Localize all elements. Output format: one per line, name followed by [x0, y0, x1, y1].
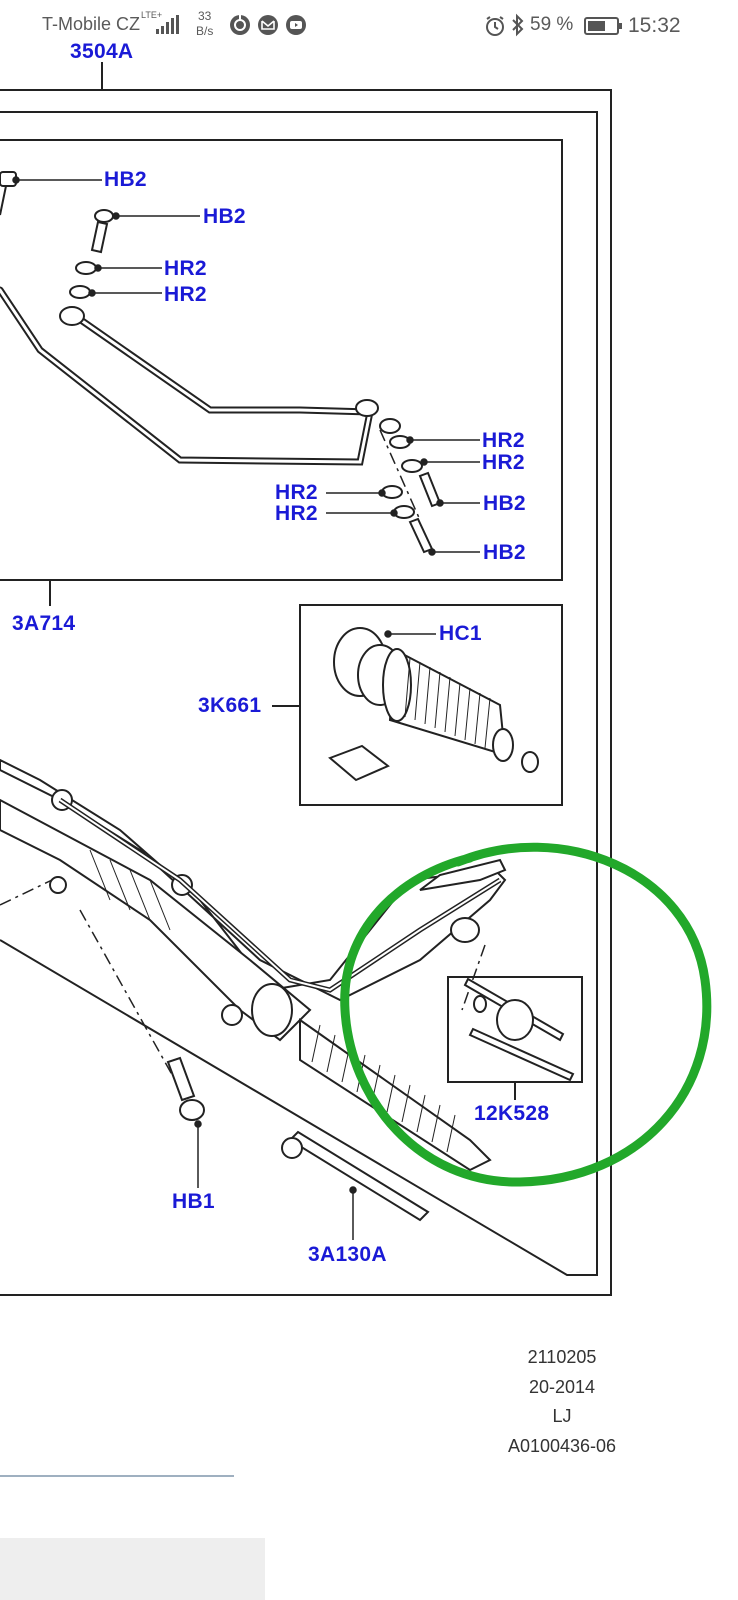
bottom-panel [0, 1538, 265, 1600]
diagram-drawing [0, 62, 712, 1296]
callout-3504a[interactable]: 3504A [70, 40, 134, 63]
alarm-icon [486, 16, 504, 36]
diagram-ref-line3: LJ [552, 1406, 572, 1426]
battery-percent: 59 % [530, 14, 574, 35]
callout-hr2[interactable]: HR2 [275, 481, 318, 504]
callout-hr2[interactable]: HR2 [275, 502, 318, 525]
mail-icon [258, 15, 278, 35]
network-type: LTE+ [141, 10, 163, 20]
callout-hr2[interactable]: HR2 [482, 429, 525, 452]
callout-hr2[interactable]: HR2 [164, 257, 207, 280]
parts-diagram[interactable]: 3504A HB2 HB2 HR2 HR2 HR2 HR2 HB2 HR2 HR… [0, 40, 738, 1352]
data-saver-icon [230, 15, 250, 35]
callout-3a130a[interactable]: 3A130A [308, 1243, 387, 1266]
highlight-circle [340, 842, 712, 1187]
callout-hb2[interactable]: HB2 [203, 205, 246, 228]
carrier-name: T-Mobile CZ [42, 14, 141, 34]
callout-hb1[interactable]: HB1 [172, 1190, 215, 1213]
callout-hr2[interactable]: HR2 [164, 283, 207, 306]
data-speed-unit: B/s [196, 24, 214, 38]
callout-12k528[interactable]: 12K528 [474, 1102, 550, 1125]
callout-3k661[interactable]: 3K661 [198, 694, 262, 717]
callout-hb2[interactable]: HB2 [483, 492, 526, 515]
data-speed: 33 B/s [196, 9, 213, 39]
diagram-ref-line2: 20-2014 [528, 1377, 596, 1397]
callout-3a714[interactable]: 3A714 [12, 612, 76, 635]
clock: 15:32 [628, 14, 681, 37]
callout-hr2[interactable]: HR2 [482, 451, 525, 474]
bluetooth-icon [512, 13, 524, 37]
divider [0, 1475, 234, 1477]
diagram-ref-line1: 2110205 [527, 1347, 597, 1367]
data-speed-value: 33 [197, 9, 212, 23]
callout-hb2[interactable]: HB2 [104, 168, 147, 191]
callout-hc1[interactable]: HC1 [439, 622, 482, 645]
battery-icon [584, 17, 622, 35]
youtube-icon [286, 15, 306, 35]
callout-hb2[interactable]: HB2 [483, 541, 526, 564]
signal-icon [156, 15, 179, 34]
status-bar: T-Mobile CZ LTE+ 33 B/s 59 % 15:32 [0, 0, 738, 52]
diagram-ref-line4: A0100436-06 [507, 1436, 617, 1456]
